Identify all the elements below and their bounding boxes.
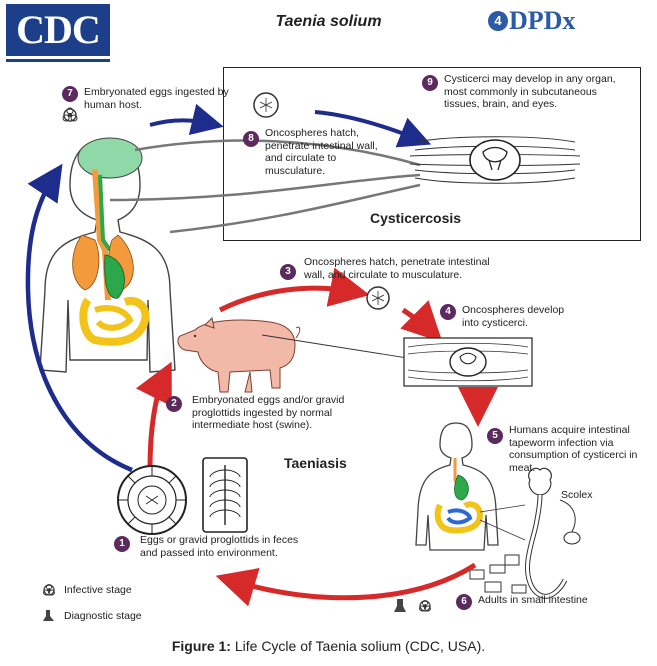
step-1-badge: 1 — [114, 536, 130, 552]
step-4-text: Oncospheres develop into cysticerci. — [462, 304, 565, 329]
step-3-text: Oncospheres hatch, penetrate intestinal … — [304, 256, 490, 281]
biohazard-icon — [43, 584, 55, 596]
step-6: 6 Adults in small intestine — [456, 594, 636, 610]
step-2-badge: 2 — [166, 396, 182, 412]
step-7: 7 Embryonated eggs ingested by human hos… — [62, 86, 242, 111]
arrow-3-to-4 — [400, 300, 443, 343]
arrow-7-to-8 — [149, 103, 224, 135]
stomach — [104, 254, 125, 299]
dpdx-badge: 4 — [488, 11, 508, 31]
step-5-text: Humans acquire intestinal tapeworm infec… — [509, 424, 638, 474]
arrow-6-to-1 — [215, 562, 477, 607]
lung-left — [72, 234, 100, 291]
oncosphere-3 — [366, 286, 390, 310]
taeniasis-heading: Taeniasis — [284, 455, 347, 471]
diagram-title: Taenia solium — [275, 13, 382, 30]
dpdx-logo: 4 DPDx — [488, 6, 575, 36]
infective-icon-7 — [62, 107, 78, 122]
step-3: 3 Oncospheres hatch, penetrate intestina… — [280, 256, 510, 281]
diagnostic-icon-6 — [394, 599, 406, 612]
legend-infective: Infective stage — [40, 582, 132, 598]
step-9: 9 Cysticerci may develop in any organ, m… — [422, 73, 622, 111]
link-eye-to-cyst — [109, 173, 421, 202]
pig-illustration — [177, 316, 301, 393]
link-brain-to-cyst — [134, 139, 421, 167]
step-8-text: Oncospheres hatch, penetrate intestinal … — [265, 127, 378, 177]
step-8: 8 Oncospheres hatch, penetrate intestina… — [243, 127, 393, 177]
cysticercus-4 — [407, 342, 529, 382]
step-5: 5 Humans acquire intestinal tapeworm inf… — [487, 424, 652, 474]
step-3-badge: 3 — [280, 264, 296, 280]
step-5-badge: 5 — [487, 428, 503, 444]
human-figure-right — [415, 422, 499, 551]
link-body-to-cyst — [169, 183, 421, 234]
arrow-4-to-5 — [457, 386, 498, 427]
step-7-text: Embryonated eggs ingested by human host. — [84, 86, 229, 111]
step-2: 2 Embryonated eggs and/or gravid proglot… — [166, 394, 366, 432]
cysticercosis-box — [223, 67, 641, 241]
step-2-text: Embryonated eggs and/or gravid proglotti… — [192, 394, 345, 431]
step-8-badge: 8 — [243, 131, 259, 147]
cdc-logo: CDC — [6, 4, 110, 62]
arrow-1-to-7 — [25, 163, 133, 473]
cysticercus-in-tissue — [409, 136, 581, 184]
step-6-text: Adults in small intestine — [478, 594, 588, 606]
figure-caption-label: Figure 1: — [171, 638, 231, 654]
dpdx-logo-text: DPDx — [509, 6, 576, 35]
legend-infective-label: Infective stage — [64, 584, 132, 596]
oncosphere-8 — [253, 92, 279, 118]
arrow-8-to-9 — [314, 110, 432, 148]
step-1-text: Eggs or gravid proglottids in feces and … — [140, 534, 299, 559]
brain-shape — [77, 137, 143, 179]
figure-caption: Figure 1: Life Cycle of Taenia solium (C… — [0, 638, 657, 654]
adult-tapeworm — [469, 467, 581, 599]
cysticercosis-heading: Cysticercosis — [370, 210, 462, 226]
step-7-badge: 7 — [62, 86, 78, 102]
gravid-proglottid — [202, 457, 248, 533]
figure-caption-text: Life Cycle of Taenia solium (CDC, USA). — [230, 638, 486, 654]
scolex-head — [528, 467, 552, 496]
legend-diagnostic: Diagnostic stage — [40, 608, 142, 624]
arrow-1-to-2 — [135, 361, 172, 469]
step-6-badge: 6 — [456, 594, 472, 610]
step-4-badge: 4 — [440, 304, 456, 320]
egg-illustration — [117, 465, 187, 535]
step-9-text: Cysticerci may develop in any organ, mos… — [444, 73, 616, 110]
step-4: 4 Oncospheres develop into cysticerci. — [440, 304, 580, 329]
legend-diagnostic-label: Diagnostic stage — [64, 610, 142, 622]
step-9-badge: 9 — [422, 75, 438, 91]
step-1: 1 Eggs or gravid proglottids in feces an… — [114, 534, 314, 559]
infective-icon-6 — [419, 600, 431, 612]
scolex-label: Scolex — [561, 489, 593, 501]
pig-to-cyst-line — [261, 334, 421, 361]
arrow-2-to-3 — [218, 267, 370, 313]
microscope-icon — [43, 610, 54, 621]
human-figure-left — [39, 137, 176, 373]
